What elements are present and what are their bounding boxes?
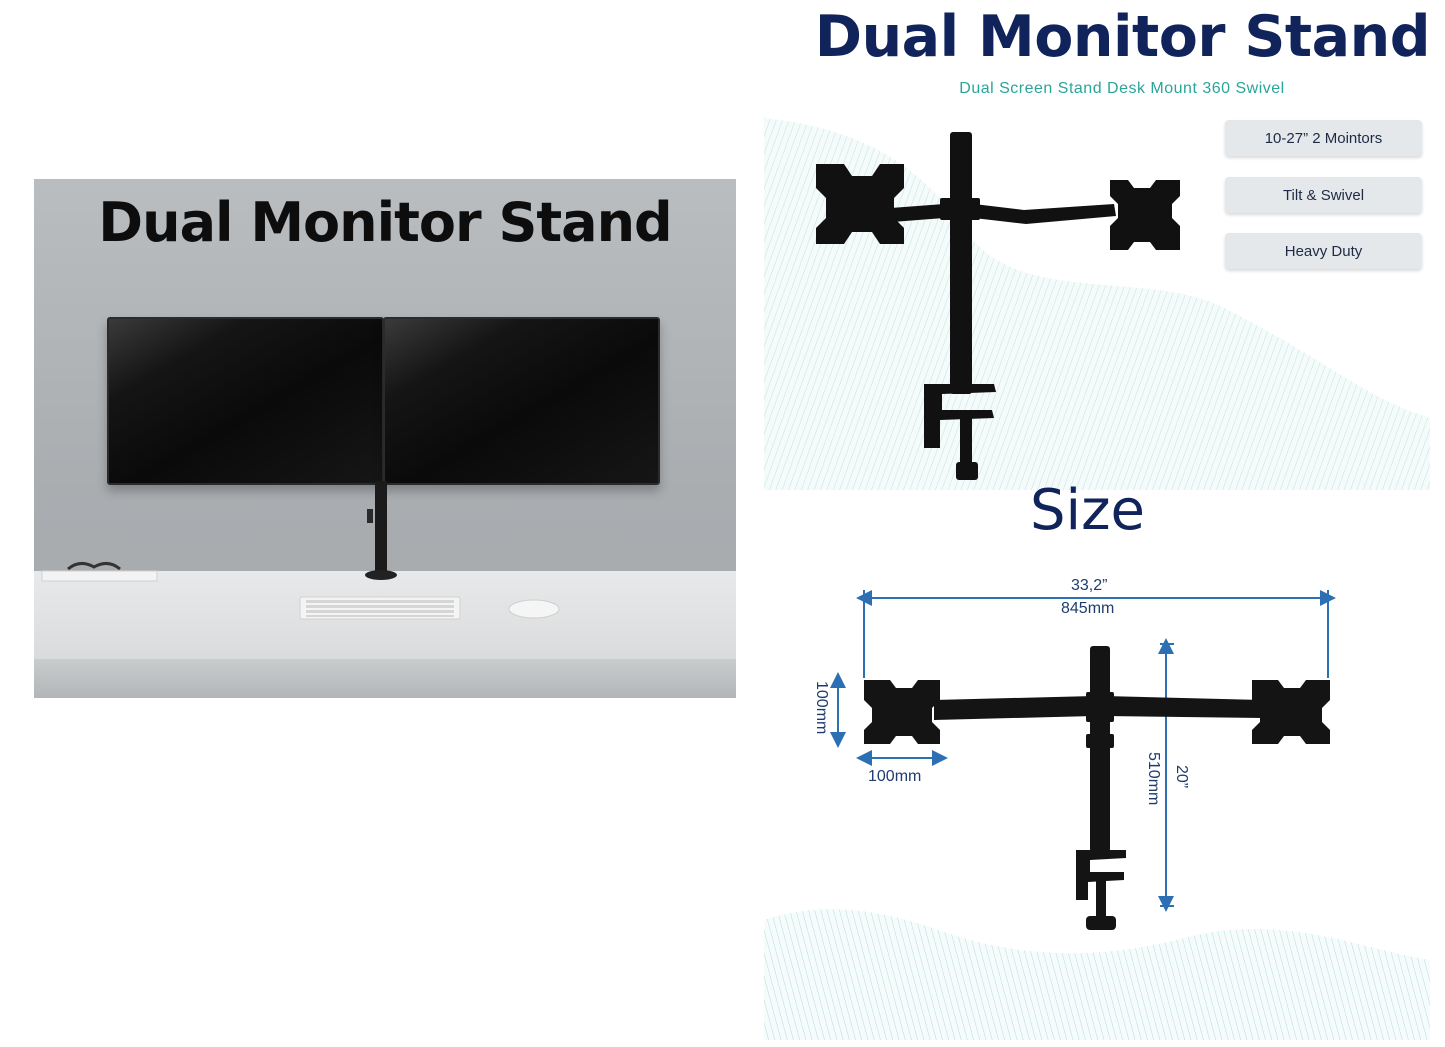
width-mm-label: 845mm xyxy=(1061,600,1115,617)
plate-width-label: 100mm xyxy=(868,768,922,785)
mouse xyxy=(508,599,560,619)
feature-illustration xyxy=(764,118,1430,490)
right-monitor xyxy=(383,317,660,485)
book-and-glasses xyxy=(41,562,158,582)
lifestyle-title: Dual Monitor Stand xyxy=(98,191,672,254)
product-subtitle: Dual Screen Stand Desk Mount 360 Swivel xyxy=(959,80,1285,97)
lifestyle-image: Dual Monitor Stand xyxy=(34,179,736,698)
left-monitor xyxy=(107,317,384,485)
feature-pill-tilt-swivel: Tilt & Swivel xyxy=(1225,177,1422,213)
feature-pill-heavy-duty: Heavy Duty xyxy=(1225,233,1422,269)
stand-outline xyxy=(864,646,1330,930)
pole-height-in-label: 20” xyxy=(1173,765,1190,789)
keyboard xyxy=(299,596,461,620)
size-heading: Size xyxy=(1030,478,1145,543)
pole-height-mm-label: 510mm xyxy=(1145,752,1162,806)
bottom-wave xyxy=(764,909,1430,1040)
stand-product xyxy=(816,132,1180,480)
dimension-drawing xyxy=(764,590,1430,1040)
width-inches-label: 33,2” xyxy=(1071,577,1108,594)
desk-edge xyxy=(34,659,736,698)
size-diagram xyxy=(764,560,1430,1040)
feature-pill-monitor-size: 10-27” 2 Mointors xyxy=(1225,120,1422,156)
stand-base xyxy=(365,570,397,580)
stand-and-accessories xyxy=(41,481,560,620)
product-title: Dual Monitor Stand xyxy=(814,4,1431,70)
feature-image xyxy=(764,118,1430,490)
plate-height-label: 100mm xyxy=(813,681,830,735)
stand-pole xyxy=(375,481,387,573)
